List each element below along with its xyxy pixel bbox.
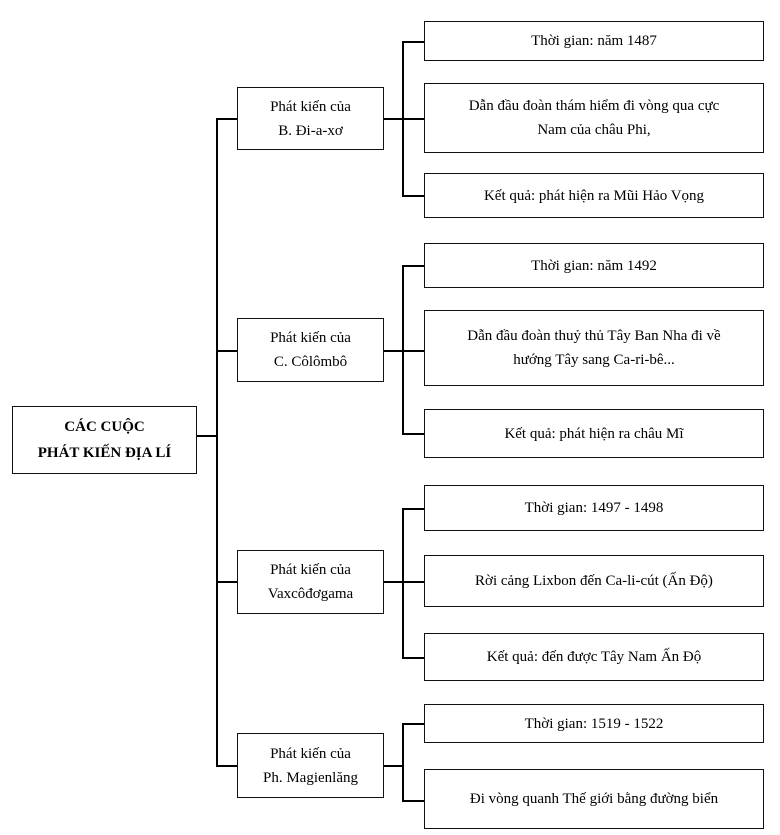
connector-line bbox=[216, 118, 237, 120]
root-node: CÁC CUỘC PHÁT KIẾN ĐỊA LÍ bbox=[12, 406, 197, 474]
connector-line bbox=[402, 41, 424, 43]
connector-line bbox=[402, 581, 424, 583]
detail-text: Thời gian: 1497 - 1498 bbox=[524, 500, 664, 516]
connector-line bbox=[402, 118, 424, 120]
detail-text: hướng Tây sang Ca-ri-bê... bbox=[513, 352, 675, 368]
connector-line bbox=[384, 350, 403, 352]
node-label: Vaxcôđơgama bbox=[267, 586, 354, 602]
connector-line bbox=[384, 581, 403, 583]
detail-text: Kết quả: phát hiện ra châu Mĩ bbox=[504, 425, 684, 442]
node-label: C. Côlômbô bbox=[273, 354, 348, 370]
detail-result: Kết quả: đến được Tây Nam Ấn Độ bbox=[424, 633, 764, 681]
detail-time: Thời gian: năm 1492 bbox=[424, 243, 764, 288]
connector-line bbox=[197, 435, 217, 437]
detail-time: Thời gian: năm 1487 bbox=[424, 21, 764, 61]
connector-line bbox=[216, 350, 237, 352]
connector-line bbox=[402, 657, 424, 659]
detail-result: Kết quả: phát hiện ra Mũi Hảo Vọng bbox=[424, 173, 764, 218]
connector-line bbox=[402, 433, 424, 435]
connector-line bbox=[402, 723, 424, 725]
detail-text: Kết quả: phát hiện ra Mũi Hảo Vọng bbox=[483, 187, 705, 204]
detail-text: Kết quả: đến được Tây Nam Ấn Độ bbox=[486, 649, 702, 665]
detail-journey: Rời cảng Lixbon đến Ca-li-cút (Ấn Độ) bbox=[424, 555, 764, 607]
detail-text: Rời cảng Lixbon đến Ca-li-cút (Ấn Độ) bbox=[475, 573, 713, 589]
root-label-line2: PHÁT KIẾN ĐỊA LÍ bbox=[37, 445, 172, 461]
detail-time: Thời gian: 1519 - 1522 bbox=[424, 704, 764, 743]
connector-line bbox=[384, 765, 403, 767]
detail-text: Nam của châu Phi, bbox=[537, 122, 651, 138]
root-label-line1: CÁC CUỘC bbox=[64, 419, 145, 435]
connector-line bbox=[402, 350, 424, 352]
node-diaz: Phát kiến của B. Đi-a-xơ bbox=[237, 87, 384, 150]
connector-line bbox=[402, 265, 404, 434]
connector-line bbox=[402, 723, 404, 801]
detail-text: Thời gian: 1519 - 1522 bbox=[524, 715, 664, 732]
connector-line bbox=[402, 265, 424, 267]
connector-line bbox=[384, 118, 403, 120]
detail-text: Thời gian: năm 1492 bbox=[531, 257, 657, 274]
detail-journey: Dẫn đầu đoàn thám hiểm đi vòng qua cực N… bbox=[424, 83, 764, 153]
detail-text: Đi vòng quanh Thế giới bằng đường biển bbox=[469, 791, 719, 807]
node-magellan: Phát kiến của Ph. Magienlăng bbox=[237, 733, 384, 798]
connector-line bbox=[402, 195, 424, 197]
detail-time: Thời gian: 1497 - 1498 bbox=[424, 485, 764, 531]
connector-line bbox=[402, 800, 424, 802]
detail-journey: Đi vòng quanh Thế giới bằng đường biển bbox=[424, 769, 764, 829]
node-label: Phát kiến của bbox=[270, 330, 351, 346]
detail-text: Thời gian: năm 1487 bbox=[531, 33, 657, 49]
node-label: Ph. Magienlăng bbox=[263, 769, 358, 786]
connector-line bbox=[216, 118, 218, 766]
connector-line bbox=[402, 508, 424, 510]
node-label: Phát kiến của bbox=[270, 562, 351, 578]
node-columbus: Phát kiến của C. Côlômbô bbox=[237, 318, 384, 382]
detail-result: Kết quả: phát hiện ra châu Mĩ bbox=[424, 409, 764, 458]
node-label: Phát kiến của bbox=[270, 98, 351, 115]
connector-line bbox=[216, 581, 237, 583]
node-vasco-da-gama: Phát kiến của Vaxcôđơgama bbox=[237, 550, 384, 614]
detail-text: Dẫn đầu đoàn thuỷ thủ Tây Ban Nha đi về bbox=[467, 328, 721, 344]
detail-journey: Dẫn đầu đoàn thuỷ thủ Tây Ban Nha đi về … bbox=[424, 310, 764, 386]
detail-text: Dẫn đầu đoàn thám hiểm đi vòng qua cực bbox=[468, 98, 720, 114]
node-label: B. Đi-a-xơ bbox=[278, 122, 343, 139]
connector-line bbox=[402, 508, 404, 658]
connector-line bbox=[216, 765, 237, 767]
node-label: Phát kiến của bbox=[270, 745, 351, 762]
